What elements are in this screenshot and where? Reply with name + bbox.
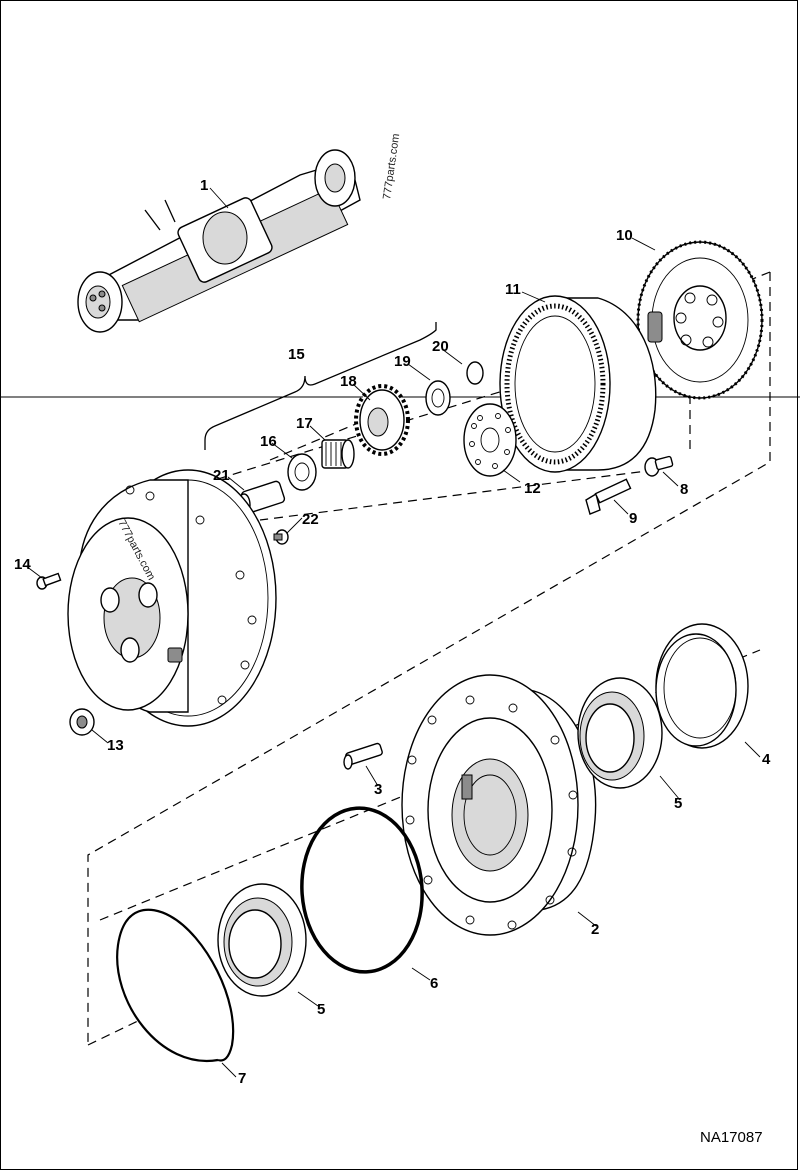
- callout-8: 8: [680, 481, 688, 498]
- callout-labels: 1 2 3 4 5 5 6 7 8 9 10 11 12 13 14 15 16…: [14, 177, 771, 1087]
- snap-ring: [466, 361, 484, 385]
- watermark-top: 777parts.com: [381, 133, 402, 201]
- callout-3: 3: [374, 781, 382, 798]
- internal-gear-housing: [499, 295, 657, 473]
- figure-id: NA17087: [700, 1129, 763, 1146]
- needle-bearing: [321, 439, 355, 469]
- callout-20: 20: [432, 338, 449, 355]
- callout-11: 11: [505, 281, 521, 298]
- callout-10: 10: [616, 227, 633, 244]
- callout-7: 7: [238, 1070, 246, 1087]
- group-bracket: [204, 322, 437, 450]
- leader-lines: [25, 187, 761, 1078]
- callout-9: 9: [629, 510, 637, 527]
- callout-19: 19: [394, 353, 411, 370]
- dowel-pin: [343, 742, 383, 770]
- callout-13: 13: [107, 737, 124, 754]
- outer-seal: [655, 623, 749, 749]
- retaining-ring: [116, 908, 235, 1063]
- cap-screw: [585, 478, 632, 515]
- callout-22: 22: [302, 511, 319, 528]
- callout-14: 14: [14, 556, 31, 573]
- ring-gear: [636, 240, 764, 400]
- callout-2: 2: [591, 921, 599, 938]
- planetary-carrier-hub: [67, 469, 277, 727]
- bearing-cone-lower: [217, 883, 307, 997]
- callout-15: 15: [288, 346, 305, 363]
- callout-18: 18: [340, 373, 357, 390]
- callout-21: 21: [213, 467, 230, 484]
- flat-screw: [36, 572, 62, 590]
- o-ring: [300, 806, 424, 974]
- thrust-plate: [463, 403, 517, 477]
- planetary-gear: [354, 384, 410, 456]
- callout-17: 17: [296, 415, 313, 432]
- callout-6: 6: [430, 975, 438, 992]
- callout-1: 1: [200, 177, 208, 194]
- small-fitting: [273, 529, 289, 545]
- axle-assembly: [77, 149, 361, 333]
- bearing-cup-upper: [577, 677, 663, 789]
- callout-5-upper: 5: [674, 795, 682, 812]
- callout-12: 12: [524, 480, 541, 497]
- spacer-washer: [287, 453, 317, 491]
- washer-bolt: [644, 455, 674, 477]
- callout-5-lower: 5: [317, 1001, 325, 1018]
- callout-16: 16: [260, 433, 277, 450]
- callout-4: 4: [762, 751, 771, 768]
- thrust-washer: [425, 380, 451, 416]
- drain-plug: [69, 708, 95, 736]
- wheel-hub: [401, 674, 597, 936]
